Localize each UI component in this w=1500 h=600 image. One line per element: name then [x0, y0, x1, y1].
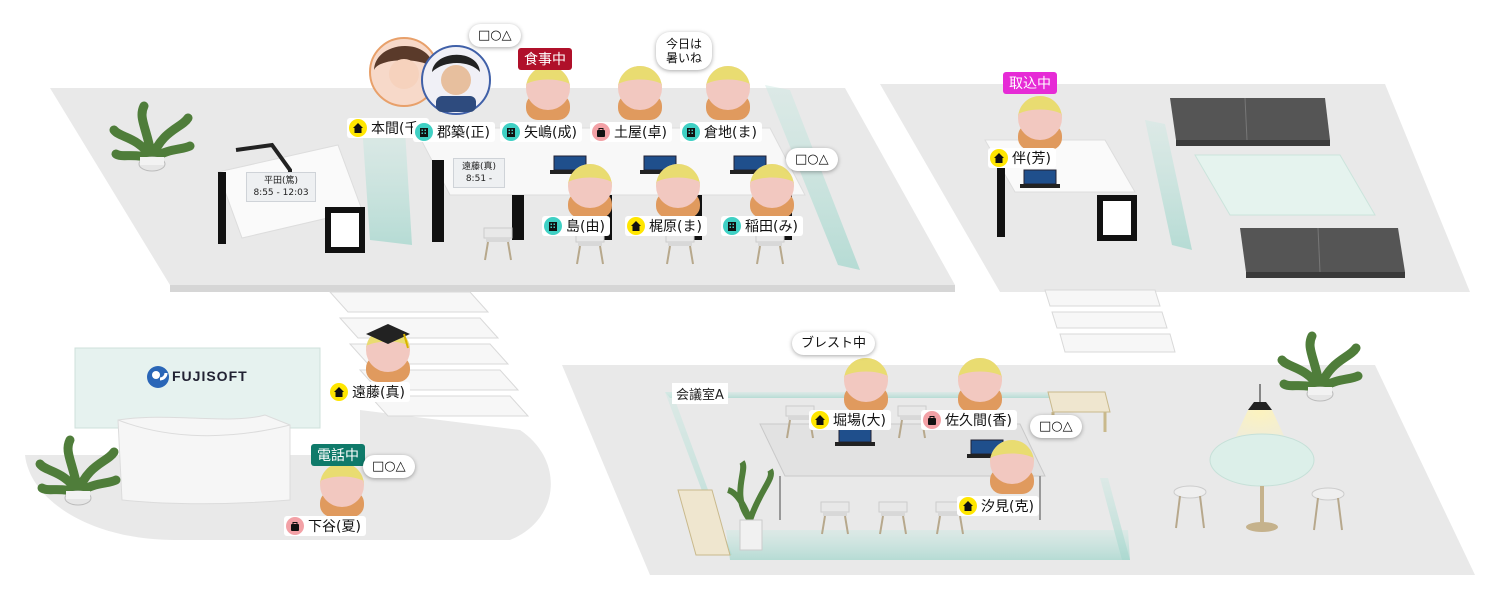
- speech-bubble: □○△: [786, 148, 838, 171]
- status-badge-eating: 食事中: [518, 48, 572, 70]
- speech-bubble: ブレスト中: [792, 332, 876, 355]
- coffee-table: [1194, 154, 1376, 216]
- home-icon: [959, 497, 977, 515]
- person-name: 矢嶋(成): [524, 125, 577, 141]
- desk-card-time: 8:51 -: [465, 174, 493, 184]
- brand-name: FUJISOFT: [172, 368, 248, 384]
- speech-bubble: 今日は 暑いね: [656, 32, 713, 70]
- home-icon: [330, 383, 348, 401]
- glass-partition: [1145, 120, 1192, 250]
- building-icon: [502, 123, 520, 141]
- person-tag[interactable]: 矢嶋(成): [500, 122, 582, 142]
- building-icon: [682, 123, 700, 141]
- person-tag[interactable]: 梶原(ま): [625, 216, 707, 236]
- person-tag[interactable]: 土屋(卓): [590, 122, 672, 142]
- avatar: [366, 324, 410, 382]
- brand-name-text: FUJISOFT: [172, 368, 248, 384]
- person-tag[interactable]: 伴(芳): [988, 148, 1056, 168]
- bag-icon: [286, 517, 304, 535]
- fujisoft-logo: [147, 366, 169, 388]
- person-name: 伴(芳): [1012, 151, 1051, 167]
- speech-bubble: □○△: [469, 24, 521, 47]
- person-name: 佐久間(香): [945, 413, 1012, 429]
- person-name: 堀場(大): [833, 413, 886, 429]
- person-name: 汐見(克): [981, 499, 1034, 515]
- building-icon: [544, 217, 562, 235]
- sofa: [1240, 227, 1405, 278]
- desk-card[interactable]: 遠藤(真) 8:51 -: [453, 158, 505, 188]
- person-tag[interactable]: 堀場(大): [809, 410, 891, 430]
- person-tag[interactable]: 倉地(ま): [680, 122, 762, 142]
- person-tag[interactable]: 稲田(み): [721, 216, 803, 236]
- desk-card-time: 8:55 - 12:03: [253, 188, 309, 198]
- bag-icon: [592, 123, 610, 141]
- desk-card[interactable]: 平田(篤) 8:55 - 12:03: [246, 172, 316, 202]
- person-name: 郡築(正): [437, 125, 490, 141]
- person-tag[interactable]: 本間(千): [347, 118, 429, 138]
- room-label-meeting-a: 会議室A: [672, 383, 728, 404]
- person-tag[interactable]: 佐久間(香): [921, 410, 1017, 430]
- person-tag[interactable]: 郡築(正): [413, 122, 495, 142]
- home-icon: [627, 217, 645, 235]
- person-name: 倉地(ま): [704, 125, 757, 141]
- stool: [1311, 487, 1345, 531]
- speech-bubble: □○△: [363, 455, 415, 478]
- building-icon: [723, 217, 741, 235]
- desk-card-name: 平田(篤): [263, 176, 299, 186]
- home-icon: [990, 149, 1008, 167]
- avatar: [618, 66, 662, 120]
- home-icon: [349, 119, 367, 137]
- status-badge-capturing: 取込中: [1003, 72, 1057, 94]
- person-name: 本間(千): [371, 121, 424, 137]
- person-name: 梶原(ま): [649, 219, 702, 235]
- stairs-right: [1044, 289, 1176, 353]
- person-tag[interactable]: 汐見(克): [957, 496, 1039, 516]
- plant-meeting: [726, 460, 774, 551]
- avatar: [526, 66, 570, 120]
- stool: [1173, 485, 1207, 529]
- person-tag[interactable]: 島(由): [542, 216, 610, 236]
- avatar: [568, 164, 612, 218]
- sofa: [1170, 97, 1330, 146]
- photo-avatar: [369, 37, 439, 107]
- bag-icon: [923, 411, 941, 429]
- speech-bubble: □○△: [1030, 415, 1082, 438]
- side-shelf: [677, 489, 731, 556]
- person-name: 土屋(卓): [614, 125, 667, 141]
- laptop: [834, 427, 876, 447]
- person-name: 稲田(み): [745, 219, 798, 235]
- person-tag[interactable]: 下谷(夏): [284, 516, 366, 536]
- laptop: [1019, 169, 1061, 189]
- person-name: 遠藤(真): [352, 385, 405, 401]
- status-badge-on-phone: 電話中: [311, 444, 365, 466]
- avatar: [958, 358, 1002, 412]
- person-name: 島(由): [566, 219, 605, 235]
- avatar: [750, 164, 794, 218]
- avatar: [656, 164, 700, 218]
- cafe-table: [1209, 433, 1315, 532]
- home-icon: [811, 411, 829, 429]
- desk-card-name: 遠藤(真): [461, 162, 497, 172]
- person-tag[interactable]: 遠藤(真): [328, 382, 410, 402]
- avatar: [990, 440, 1034, 494]
- person-name: 下谷(夏): [308, 519, 361, 535]
- building-icon: [415, 123, 433, 141]
- avatar: [1018, 96, 1062, 150]
- glass-partition: [362, 85, 860, 270]
- avatar: [844, 358, 888, 412]
- photo-avatar: [421, 45, 491, 115]
- reception-counter: [117, 414, 291, 505]
- avatar: [706, 66, 750, 120]
- avatar: [320, 463, 364, 517]
